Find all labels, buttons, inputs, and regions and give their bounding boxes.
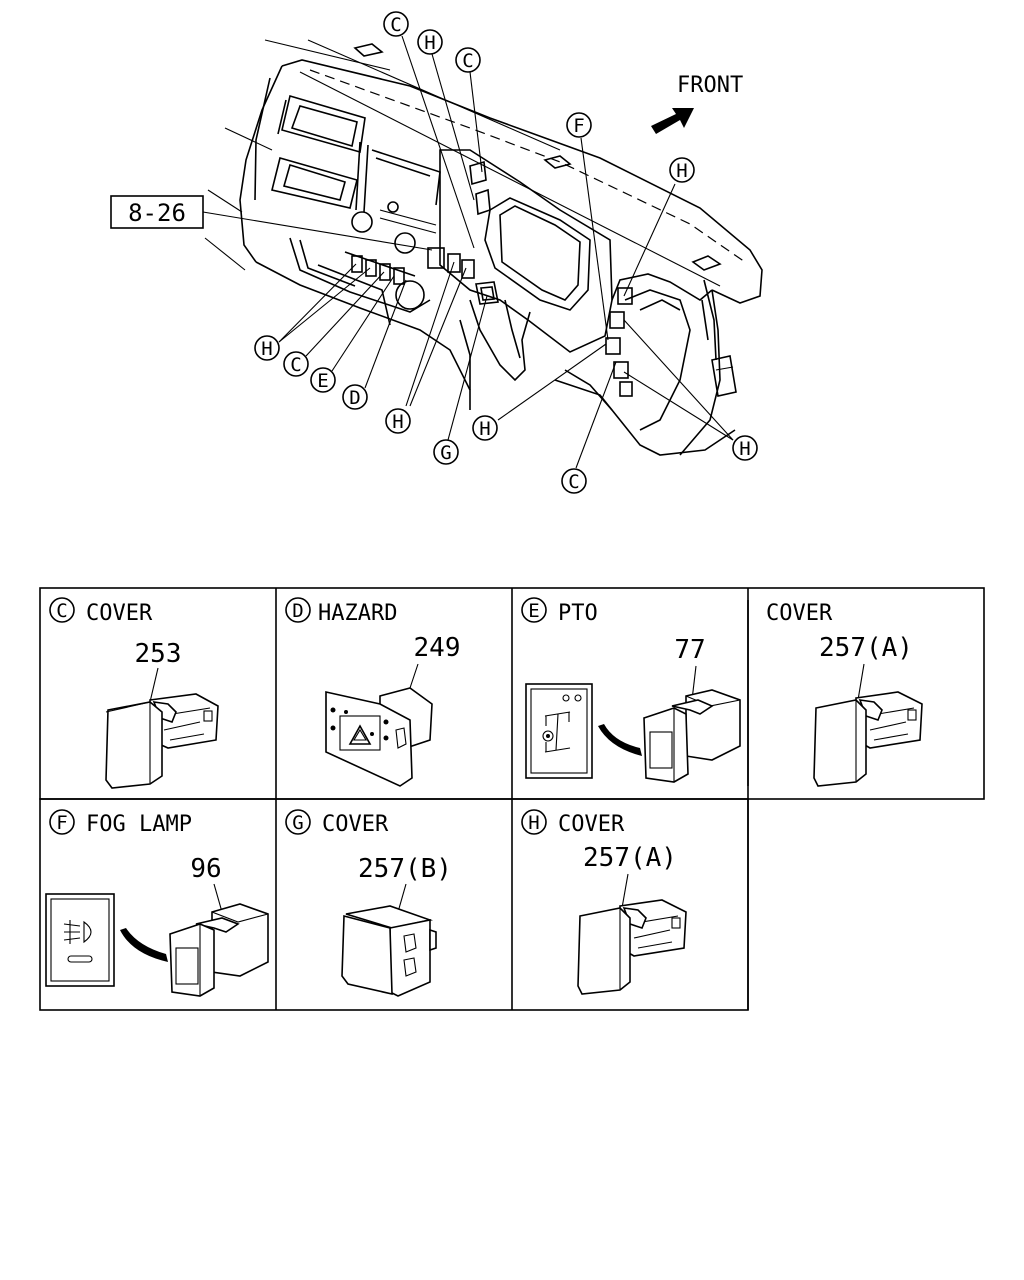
fog-lamp-switch-icon <box>45 893 269 997</box>
cell-e-name: PTO <box>558 601 598 626</box>
cell-e: E PTO 77 <box>521 597 741 783</box>
svg-text:F: F <box>573 115 584 137</box>
callouts: C H C F H H C E D H G H H C <box>254 11 758 494</box>
switch-cover-e2-icon <box>813 691 923 787</box>
svg-text:C: C <box>390 14 401 36</box>
cell-g-letter: G <box>292 812 303 834</box>
svg-text:G: G <box>440 442 451 464</box>
cell-h-name: COVER <box>558 812 625 837</box>
callout-c-left: C <box>283 351 309 377</box>
svg-text:C: C <box>290 354 301 376</box>
cell-c-letter: C <box>56 600 67 622</box>
cell-f-part: 96 <box>190 854 221 884</box>
parts-table <box>39 587 985 1011</box>
callout-d-left: D <box>342 384 368 410</box>
cell-c-name: COVER <box>86 601 153 626</box>
cell-c-part: 253 <box>135 639 182 669</box>
cell-g: G COVER 257(B) <box>285 809 452 997</box>
switch-cover-c-icon <box>105 693 219 789</box>
cell-e2-part: 257(A) <box>819 633 913 663</box>
front-arrow-icon <box>651 108 694 134</box>
cell-d-name: HAZARD <box>318 601 397 626</box>
cell-e2: COVER 257(A) <box>766 601 923 787</box>
hazard-switch-icon <box>325 687 433 787</box>
cell-h: H COVER 257(A) <box>521 809 687 995</box>
callout-h-right-top: H <box>669 157 695 183</box>
front-label: FRONT <box>677 73 743 98</box>
cell-h-letter: H <box>528 812 539 834</box>
dashboard-illustration <box>204 39 763 456</box>
callout-f: F <box>566 112 592 138</box>
callout-h-left: H <box>254 335 280 361</box>
cell-d-letter: D <box>292 600 303 622</box>
callout-c-top-2: C <box>455 47 481 73</box>
cell-e-part: 77 <box>674 635 705 665</box>
callout-h-bottom-1: H <box>385 408 411 434</box>
switch-cover-g-icon <box>341 905 437 997</box>
cell-f-name: FOG LAMP <box>86 812 192 837</box>
callout-c-top: C <box>383 11 409 37</box>
cell-f-letter: F <box>56 812 67 834</box>
callout-e-left: E <box>310 367 336 393</box>
cell-h-part: 257(A) <box>583 843 677 873</box>
svg-text:H: H <box>676 160 687 182</box>
cell-g-part: 257(B) <box>358 854 452 884</box>
callout-h-bottom-2: H <box>472 415 498 441</box>
svg-text:H: H <box>739 438 750 460</box>
leader-lines <box>202 35 734 469</box>
switch-cover-h-icon <box>577 899 687 995</box>
svg-text:C: C <box>568 471 579 493</box>
cell-e-letter: E <box>528 600 539 622</box>
svg-text:H: H <box>424 32 435 54</box>
cell-e2-name: COVER <box>766 601 833 626</box>
cell-c: C COVER 253 <box>49 597 219 789</box>
svg-text:H: H <box>479 418 490 440</box>
svg-text:E: E <box>317 370 328 392</box>
svg-text:H: H <box>261 338 272 360</box>
reference-box-label: 8-26 <box>128 199 186 227</box>
cell-f: F FOG LAMP 96 <box>45 809 269 997</box>
cell-d: D HAZARD 249 <box>285 597 461 787</box>
svg-text:C: C <box>462 50 473 72</box>
callout-h-bottom-3: H <box>732 435 758 461</box>
svg-text:D: D <box>349 387 360 409</box>
cell-g-name: COVER <box>322 812 389 837</box>
callout-g: G <box>433 439 459 465</box>
pto-switch-icon <box>525 683 741 783</box>
callout-h-top: H <box>417 29 443 55</box>
cell-d-part: 249 <box>414 633 461 663</box>
svg-text:H: H <box>392 411 403 433</box>
callout-c-bottom: C <box>561 468 587 494</box>
